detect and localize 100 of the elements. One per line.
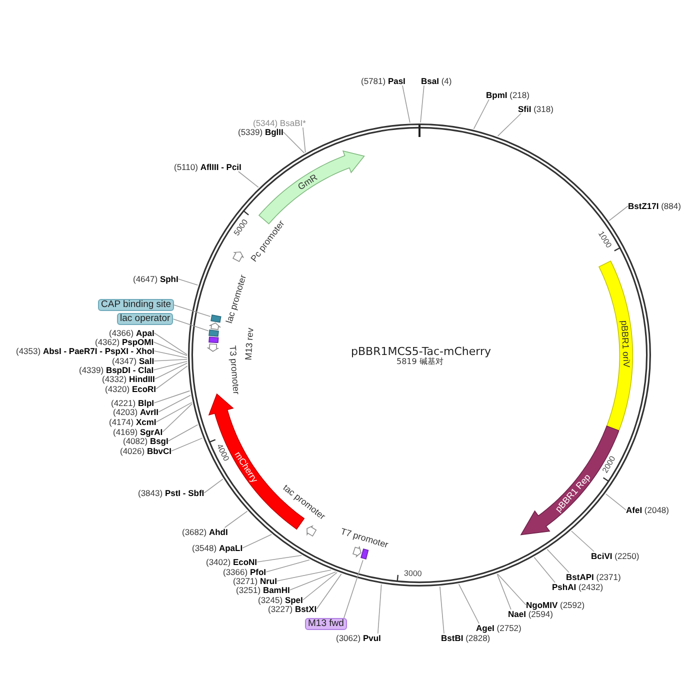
leader-line bbox=[497, 113, 522, 136]
restriction-site-label: (5339) BglII bbox=[238, 128, 284, 136]
leader-line bbox=[302, 572, 338, 600]
restriction-site-label: (4221) BlpI bbox=[111, 398, 154, 408]
restriction-site-label: (3062) PvuI bbox=[336, 634, 381, 642]
leader-line bbox=[162, 403, 193, 432]
restriction-site-label: AgeI (2752) bbox=[476, 624, 522, 632]
restriction-site-label: (4169) SgrAI bbox=[113, 428, 163, 436]
feature-marker-icon bbox=[360, 548, 370, 560]
leader-line bbox=[289, 571, 336, 590]
restriction-site-label: (3271) NruI bbox=[233, 576, 277, 586]
leader-line bbox=[282, 132, 305, 154]
leader-line bbox=[440, 586, 444, 634]
feature-label: pBBR1 oriV bbox=[620, 320, 632, 368]
leader-line bbox=[168, 424, 198, 442]
feature-marker-icon bbox=[210, 314, 222, 323]
feature-tag: CAP binding site bbox=[98, 299, 174, 311]
leader-line bbox=[344, 560, 364, 618]
restriction-site-label: (4353) AbsI - PaeR7I - PspXI - XhoI bbox=[16, 346, 154, 356]
feature-label: T3 promoter bbox=[227, 344, 241, 394]
restriction-site-label: AfeI (2048) bbox=[626, 506, 669, 514]
restriction-site-label: (4362) PspOMI bbox=[95, 338, 154, 346]
leader-line bbox=[171, 438, 203, 452]
restriction-site-label: (3227) BstXI bbox=[268, 604, 317, 614]
restriction-site-label: (5110) AflIII - PciI bbox=[174, 162, 242, 172]
leader-line bbox=[154, 390, 190, 404]
restriction-site-label: (3366) PfoI bbox=[223, 568, 266, 576]
restriction-site-label: (4339) BspDI - ClaI bbox=[79, 366, 154, 374]
leader-line bbox=[497, 574, 526, 606]
restriction-site-label: (3843) PstI - SbfI bbox=[138, 488, 204, 498]
leader-line bbox=[238, 171, 259, 188]
restriction-site-label: (5344) BsaBI* bbox=[253, 118, 306, 128]
leader-line bbox=[154, 332, 188, 355]
feature-tag: lac operator bbox=[117, 313, 174, 325]
feature-marker-icon bbox=[208, 328, 220, 337]
restriction-site-label: BstZ17I (884) bbox=[628, 202, 681, 210]
leader-line bbox=[606, 494, 626, 510]
leader-line bbox=[316, 574, 342, 610]
tick-label: 4000 bbox=[215, 442, 232, 462]
leader-line bbox=[571, 530, 594, 552]
leader-line bbox=[154, 362, 188, 380]
feature-label: GmR bbox=[296, 172, 319, 192]
leader-line bbox=[178, 278, 198, 286]
restriction-site-label: (3682) AhdI bbox=[182, 528, 228, 536]
leader-line bbox=[158, 394, 191, 412]
restriction-site-label: BsaI (4) bbox=[421, 76, 452, 86]
restriction-site-label: (3251) BamHI bbox=[236, 586, 290, 594]
leader-line bbox=[378, 584, 382, 634]
leader-line bbox=[156, 402, 192, 422]
restriction-site-label: (5781) PasI bbox=[361, 76, 406, 86]
restriction-site-label: BstBI (2828) bbox=[441, 634, 490, 642]
leader-line bbox=[276, 570, 332, 582]
restriction-site-label: SfiI (318) bbox=[518, 104, 554, 114]
leader-line bbox=[496, 574, 512, 610]
leader-line bbox=[172, 318, 209, 332]
tick-label: 2000 bbox=[600, 454, 618, 474]
leader-line bbox=[256, 555, 302, 562]
restriction-site-label: (4366) ApaI bbox=[109, 328, 154, 338]
leader-line bbox=[420, 85, 424, 123]
leader-line bbox=[458, 584, 480, 624]
restriction-site-label: (3245) SpeI bbox=[258, 596, 303, 604]
restriction-site-label: PshAI (2432) bbox=[552, 582, 604, 592]
leader-line bbox=[224, 510, 248, 528]
tick-label: 3000 bbox=[403, 569, 422, 579]
leader-line bbox=[174, 304, 211, 317]
leader-line bbox=[242, 534, 272, 548]
leader-line bbox=[204, 478, 224, 494]
restriction-site-label: (4174) XcmI bbox=[109, 418, 156, 426]
leader-line bbox=[402, 85, 410, 124]
restriction-site-label: NgoMIV (2592) bbox=[526, 600, 585, 610]
feature-label: lac promoter bbox=[224, 274, 248, 325]
restriction-site-label: NaeI (2594) bbox=[508, 610, 553, 618]
restriction-site-label: (4203) AvrII bbox=[113, 408, 159, 416]
leader-line bbox=[546, 548, 570, 573]
restriction-site-label: (4082) BsgI bbox=[123, 436, 168, 446]
restriction-site-label: (4026) BbvCI bbox=[120, 446, 172, 456]
feature-label: T7 promoter bbox=[340, 526, 390, 550]
leader-line bbox=[608, 206, 628, 222]
restriction-site-label: (4347) SalI bbox=[112, 356, 154, 366]
restriction-site-label: (3402) EcoNI bbox=[206, 558, 258, 566]
restriction-site-label: (4320) EcoRI bbox=[105, 384, 156, 394]
leader-line bbox=[153, 360, 188, 370]
leader-line bbox=[156, 366, 188, 390]
restriction-site-label: BstAPI (2371) bbox=[566, 572, 621, 582]
feature-tag: M13 fwd bbox=[305, 618, 347, 630]
plasmid-size: 5819 碱基对 bbox=[396, 357, 444, 367]
leader-line bbox=[153, 342, 188, 356]
leader-line bbox=[534, 556, 556, 583]
leader-line bbox=[302, 127, 306, 153]
leader-line bbox=[154, 350, 188, 358]
restriction-site-label: (4647) SphI bbox=[133, 274, 178, 284]
restriction-site-label: (3548) ApaLI bbox=[192, 544, 243, 552]
restriction-site-label: BciVI (2250) bbox=[591, 552, 640, 560]
restriction-site-label: (4332) HindIII bbox=[102, 374, 155, 384]
restriction-site-label: BpmI (218) bbox=[486, 90, 530, 100]
leader-line bbox=[266, 559, 310, 572]
leader-line bbox=[473, 99, 490, 130]
plasmid-name: pBBR1MCS5-Tac-mCherry bbox=[351, 346, 491, 358]
leader-line bbox=[154, 358, 188, 362]
feature-label: M13 rev bbox=[244, 327, 256, 361]
